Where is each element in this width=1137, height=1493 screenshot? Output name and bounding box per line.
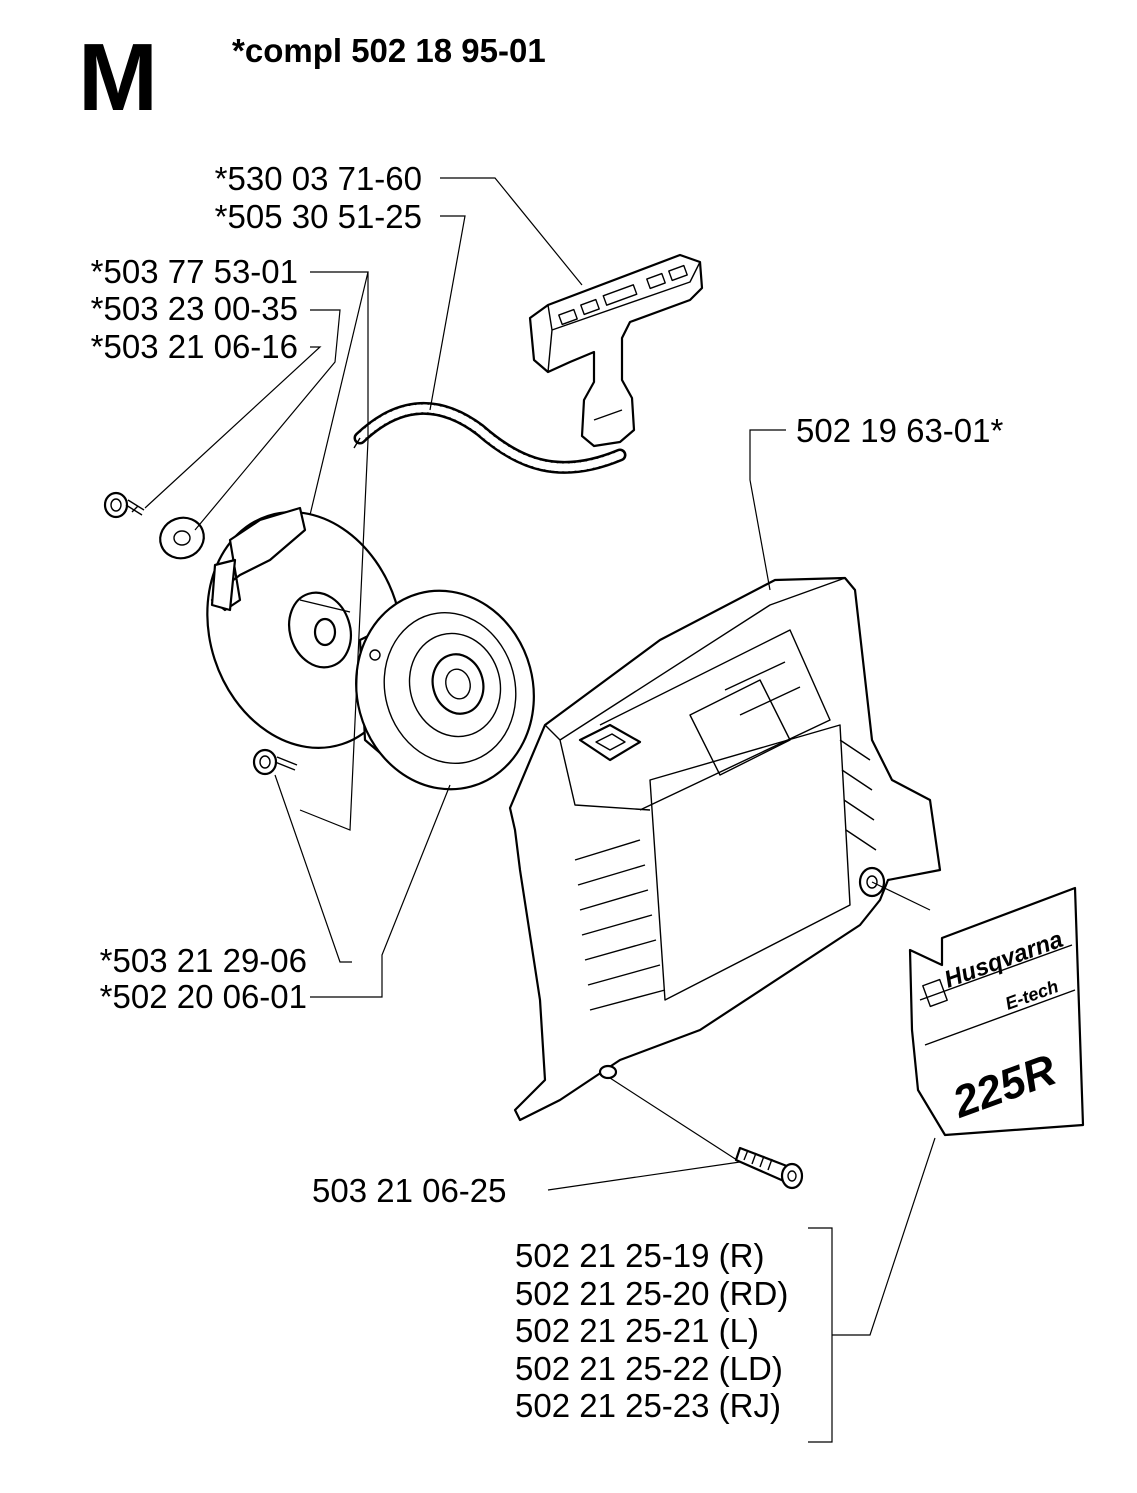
washer [159,516,205,560]
part-labels: *530 03 71-60 *505 30 51-25 *503 77 53-0… [91,160,1004,1424]
label-washer: *503 23 00-35 [91,290,298,327]
label-center-screw: *503 21 06-16 [91,328,298,365]
starter-handle [528,253,704,448]
kit-number: *compl 502 18 95-01 [232,32,546,69]
center-screw [103,491,145,519]
leader-lines [144,177,936,1443]
starter-rope [353,401,627,474]
label-spring-cassette: *502 20 06-01 [100,978,307,1015]
starter-housing [508,576,942,1122]
model-decal: Husqvarna E-tech 225R [908,886,1085,1137]
section-letter: M [78,24,158,131]
label-rope: *505 30 51-25 [215,198,422,235]
label-decal-ld: 502 21 25-22 (LD) [515,1350,783,1387]
starter-pulley [206,506,404,749]
label-side-screw: *503 21 29-06 [100,942,307,979]
cover-screw [734,1146,804,1190]
label-decal-l: 502 21 25-21 (L) [515,1312,759,1349]
spring-cassette [355,589,535,791]
label-handle: *530 03 71-60 [215,160,422,197]
label-housing: 502 19 63-01* [796,412,1004,449]
label-decal-rj: 502 21 25-23 (RJ) [515,1387,781,1424]
label-decal-rd: 502 21 25-20 (RD) [515,1275,788,1312]
side-screw [252,748,298,776]
label-pulley: *503 77 53-01 [91,253,298,290]
label-cover-screw: 503 21 06-25 [312,1172,507,1209]
label-decal-r: 502 21 25-19 (R) [515,1237,764,1274]
